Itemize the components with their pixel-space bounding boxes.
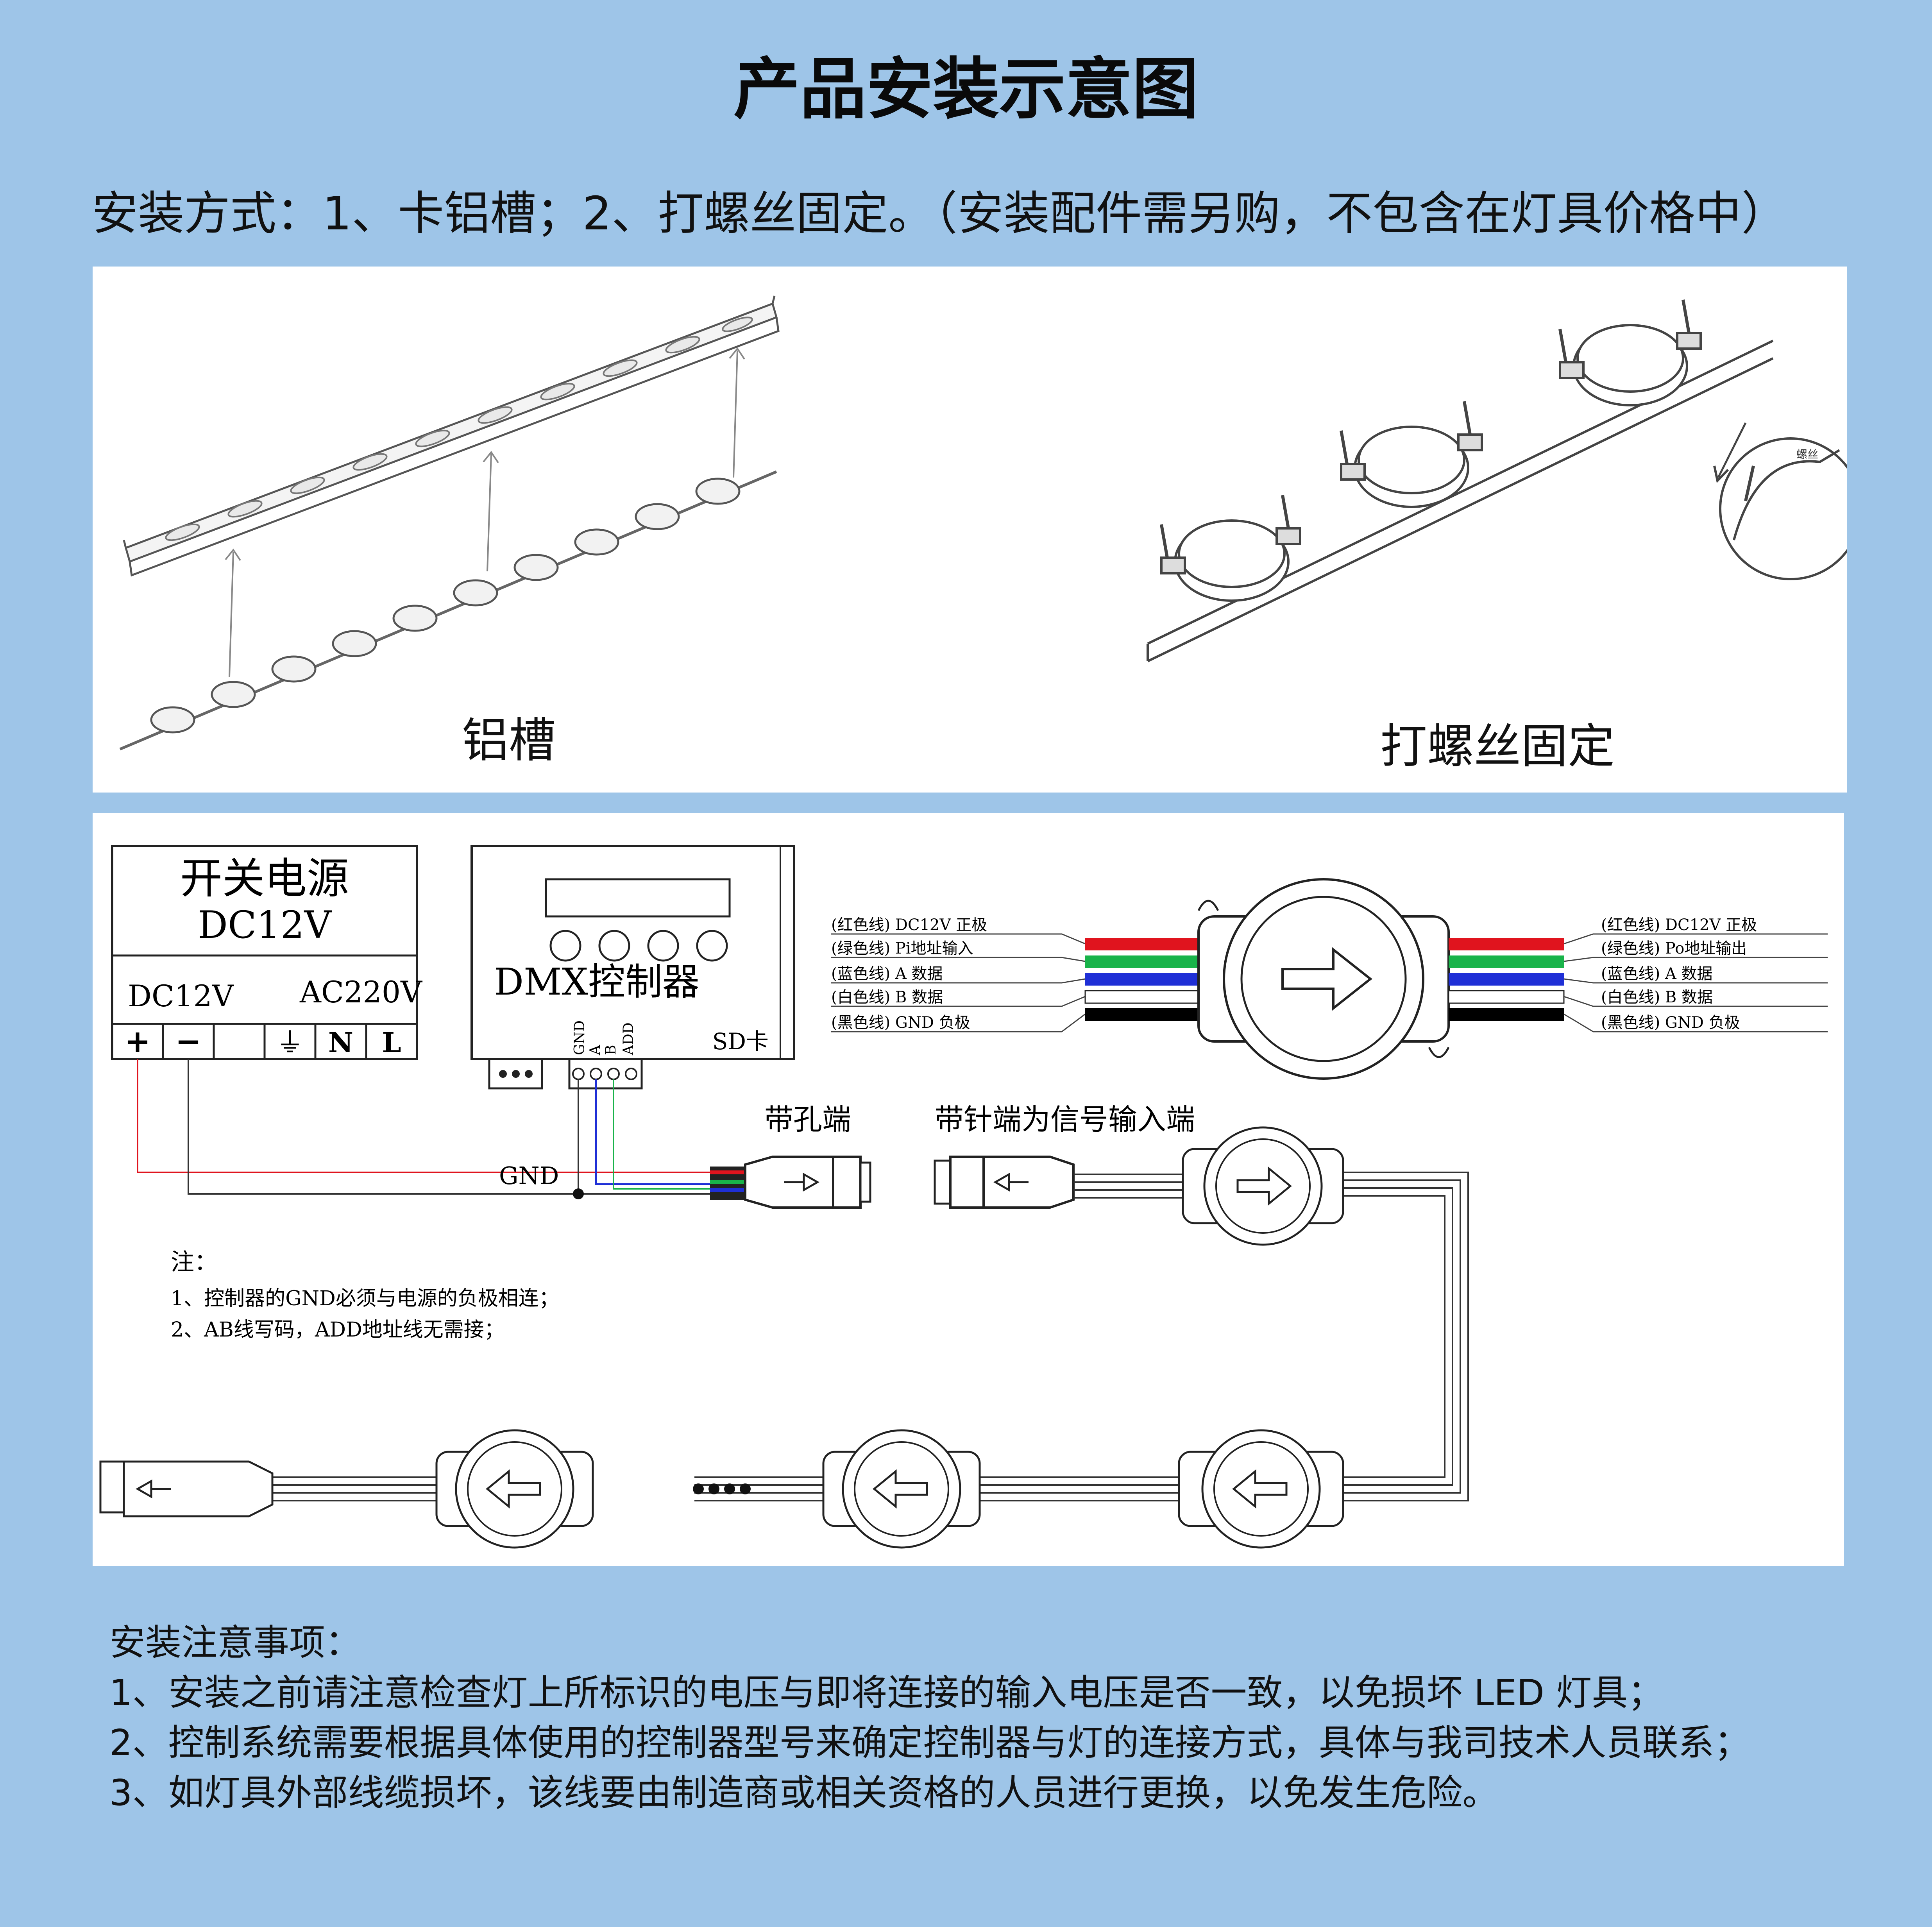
- precaution-item-3: 3、如灯具外部线缆损坏，该线要由制造商或相关资格的人员进行更换，以免发生危险。: [109, 1772, 1499, 1814]
- note-line-2: 2、AB线写码，ADD地址线无需接；: [171, 1318, 504, 1342]
- pixel-module-3: [822, 1429, 981, 1549]
- output-wire-red: (红色线) DC12V 正极: [1601, 916, 1757, 934]
- pixel-module-4: [435, 1429, 594, 1549]
- note-line-1: 1、控制器的GND必须与电源的负极相连；: [171, 1287, 559, 1310]
- input-wire-red: (红色线) DC12V 正极: [831, 916, 987, 934]
- power-supply-box: 开关电源 DC12V DC12V AC220V + − ⏚ N L: [111, 845, 422, 1060]
- pixel-led-string: [119, 470, 777, 751]
- pixel-module-1: [1182, 1126, 1344, 1246]
- input-wire-black: (黑色线) GND 负极: [831, 1014, 970, 1032]
- pin-gnd: GND: [572, 1020, 588, 1055]
- power-supply-ac-label: AC220V: [299, 975, 422, 1009]
- terminal-l: L: [382, 1026, 401, 1059]
- screw-mount-drawing: [1147, 299, 1862, 662]
- input-wire-legend: (红色线) DC12V 正极 (绿色线) Pi地址输入 (蓝色线) A 数据 (…: [831, 916, 1199, 1032]
- sd-card-label: SD卡: [712, 1028, 769, 1055]
- arrow-left-icon: [873, 1469, 928, 1509]
- controller-display: [545, 878, 731, 918]
- aluminum-channel-caption: 铝槽: [462, 714, 556, 768]
- arrow-right-icon: [1236, 1166, 1292, 1206]
- output-wire-green: (绿色线) Po地址输出: [1601, 939, 1747, 957]
- precautions-heading: 安装注意事项：: [109, 1622, 361, 1664]
- arrow-left-icon: [993, 1172, 1029, 1192]
- wiring-diagram: 开关电源 DC12V DC12V AC220V + − ⏚ N L DMX控制器…: [99, 845, 1828, 1549]
- screw-fix-caption: 打螺丝固定: [1380, 719, 1615, 774]
- arrow-right-icon: [1281, 947, 1372, 1011]
- up-arrows: [225, 347, 745, 677]
- male-end-label: 带针端为信号输入端: [935, 1103, 1195, 1136]
- page-title: 产品安装示意图: [733, 51, 1199, 128]
- notes-heading: 注：: [171, 1249, 218, 1276]
- input-wire-blue: (蓝色线) A 数据: [831, 965, 943, 983]
- end-connector: [99, 1460, 274, 1517]
- dmx-controller-box: DMX控制器 SD卡 GND A B ADD: [470, 845, 795, 1090]
- output-wire-white: (白色线) B 数据: [1601, 988, 1713, 1006]
- terminal-minus: −: [175, 1023, 201, 1059]
- screw-detail-label: 螺丝: [1796, 448, 1818, 461]
- wiring-panel: 开关电源 DC12V DC12V AC220V + − ⏚ N L DMX控制器…: [93, 813, 1844, 1566]
- output-wire-black: (黑色线) GND 负极: [1601, 1014, 1740, 1032]
- output-wire-blue: (蓝色线) A 数据: [1601, 965, 1713, 983]
- input-wire-green: (绿色线) Pi地址输入: [831, 939, 973, 957]
- arrow-left-icon: [1232, 1469, 1288, 1509]
- arrow-left-icon: [486, 1469, 541, 1509]
- power-supply-voltage: DC12V: [198, 903, 332, 947]
- chain-wires: [272, 1172, 1469, 1501]
- install-method-text: 安装方式：1、卡铝槽；2、打螺丝固定。（安装配件需另购，不包含在灯具价格中）: [92, 186, 1788, 240]
- connector-female-end: [710, 1156, 871, 1209]
- controller-title: DMX控制器: [494, 961, 699, 1004]
- ellipsis-dots: [693, 1483, 751, 1494]
- pixel-module-large: [1197, 878, 1450, 1080]
- input-wire-white: (白色线) B 数据: [831, 988, 943, 1006]
- arrow-right-icon: [784, 1172, 820, 1192]
- power-supply-dc-label: DC12V: [128, 979, 234, 1013]
- precaution-item-1: 1、安装之前请注意检查灯上所标识的电压与即将连接的输入电压是否一致，以免损坏 L…: [109, 1672, 1664, 1714]
- pixel-module-2: [1178, 1429, 1344, 1549]
- controller-buttons: [549, 930, 728, 962]
- installation-panel: 螺丝 铝槽 打螺丝固定: [93, 267, 1862, 793]
- female-end-label: 带孔端: [764, 1103, 851, 1136]
- gnd-junction-label: GND: [499, 1161, 559, 1190]
- pin-b: B: [603, 1045, 619, 1055]
- supply-wires: [137, 1059, 710, 1199]
- arrow-left-icon: [135, 1479, 171, 1499]
- precaution-item-2: 2、控制系统需要根据具体使用的控制器型号来确定控制器与灯的连接方式，具体与我司技…: [109, 1722, 1750, 1764]
- pin-a: A: [587, 1045, 603, 1056]
- power-supply-title: 开关电源: [180, 854, 349, 903]
- aluminum-channel: [123, 295, 780, 577]
- precautions-section: 安装注意事项： 1、安装之前请注意检查灯上所标识的电压与即将连接的输入电压是否一…: [109, 1618, 1750, 1818]
- terminal-plus: +: [124, 1023, 150, 1059]
- installation-illustration: 螺丝: [119, 295, 1862, 751]
- output-wire-legend: (红色线) DC12V 正极 (绿色线) Po地址输出 (蓝色线) A 数据 (…: [1448, 916, 1828, 1032]
- terminal-ground-icon: ⏚: [276, 1027, 304, 1059]
- pin-add: ADD: [621, 1022, 637, 1056]
- wiring-notes: 注： 1、控制器的GND必须与电源的负极相连； 2、AB线写码，ADD地址线无需…: [171, 1249, 559, 1342]
- connector-male-end: [934, 1156, 1075, 1209]
- terminal-n: N: [328, 1026, 353, 1059]
